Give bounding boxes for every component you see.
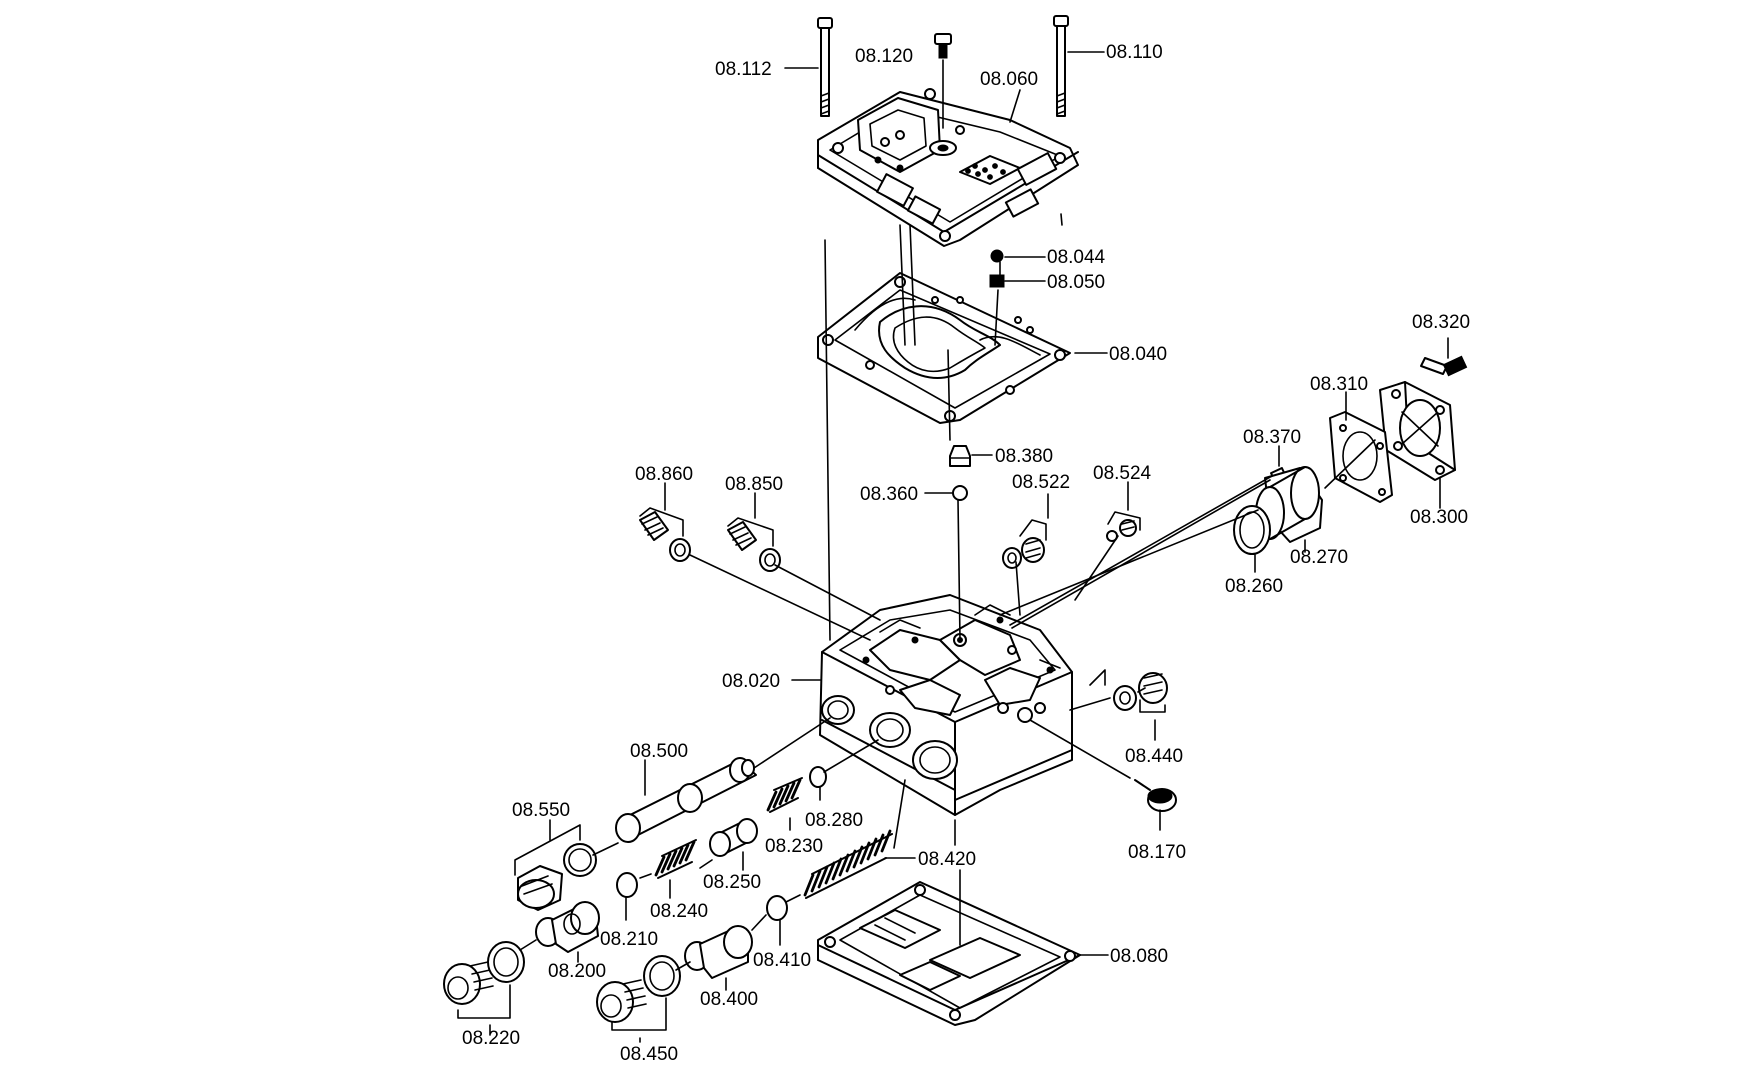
label-08-320: 08.320 [1412, 312, 1470, 333]
label-08-450: 08.450 [620, 1044, 678, 1065]
label-08-250: 08.250 [703, 872, 761, 893]
label-08-522: 08.522 [1012, 472, 1070, 493]
label-08-410: 08.410 [753, 950, 811, 971]
screw-08-120 [934, 33, 952, 59]
label-08-500: 08.500 [630, 741, 688, 762]
oring-08-280 [809, 766, 827, 788]
label-08-060: 08.060 [980, 69, 1038, 90]
assembly-lines [519, 213, 1376, 971]
piston-08-400 [684, 925, 753, 979]
label-08-400: 08.400 [700, 989, 758, 1010]
label-08-080: 08.080 [1110, 946, 1168, 967]
label-08-040: 08.040 [1109, 344, 1167, 365]
plug-08-450 [596, 955, 681, 1023]
label-08-380: 08.380 [995, 446, 1053, 467]
oring-08-410 [766, 895, 788, 921]
plug-08-850 [727, 521, 781, 572]
label-08-210: 08.210 [600, 929, 658, 950]
label-08-850: 08.850 [725, 474, 783, 495]
bottom-cover-08-080 [817, 881, 1081, 1026]
piston-08-250 [709, 818, 758, 857]
label-08-300: 08.300 [1410, 507, 1468, 528]
spring-08-240 [654, 839, 697, 879]
spring-08-420 [803, 829, 893, 899]
label-08-220: 08.220 [462, 1028, 520, 1049]
label-08-110: 08.110 [1106, 42, 1163, 63]
breather-08-170 [1134, 779, 1177, 812]
bolt-08-112 [817, 17, 833, 117]
plug-08-522 [1002, 537, 1045, 569]
label-08-260: 08.260 [1225, 576, 1283, 597]
ball-08-044 [990, 249, 1004, 263]
label-08-524: 08.524 [1093, 463, 1152, 484]
label-08-230: 08.230 [765, 836, 823, 857]
oring-08-210 [616, 872, 638, 898]
label-08-200: 08.200 [548, 961, 606, 982]
label-08-050: 08.050 [1047, 272, 1105, 293]
label-08-170: 08.170 [1128, 842, 1186, 863]
brackets [457, 507, 1166, 1031]
label-08-370: 08.370 [1243, 427, 1301, 448]
valve-08-380 [949, 445, 971, 467]
screw-08-320 [1420, 355, 1468, 377]
label-08-020: 08.020 [722, 671, 780, 692]
spring-08-230 [766, 777, 803, 813]
bolt-08-110 [1053, 15, 1069, 117]
cover-08-300 [1379, 381, 1456, 481]
plug-08-524 [1106, 519, 1137, 542]
label-08-440: 08.440 [1125, 746, 1183, 767]
label-08-550: 08.550 [512, 800, 570, 821]
plug-08-550 [517, 843, 597, 911]
oring-08-360 [952, 485, 968, 501]
main-housing-08-020 [819, 594, 1073, 816]
bushing-08-050 [989, 274, 1005, 288]
label-08-860: 08.860 [635, 464, 693, 485]
top-cover-08-060 [817, 88, 1079, 247]
label-08-240: 08.240 [650, 901, 708, 922]
plug-08-220 [443, 941, 525, 1005]
label-08-280: 08.280 [805, 810, 863, 831]
plug-08-860 [639, 511, 691, 562]
label-08-310: 08.310 [1310, 374, 1368, 395]
label-08-112: 08.112 [715, 59, 772, 80]
slide-08-500 [615, 757, 757, 843]
gasket-08-040 [817, 272, 1071, 424]
label-08-120: 08.120 [855, 46, 913, 67]
callout-labels: 08.112 08.120 08.110 08.060 08.044 08.05… [462, 42, 1470, 1065]
label-08-044: 08.044 [1047, 247, 1106, 268]
plug-08-440 [1113, 672, 1168, 711]
label-08-420: 08.420 [918, 849, 976, 870]
piston-08-200 [535, 901, 600, 953]
leader-lines [489, 51, 1449, 1043]
label-08-360: 08.360 [860, 484, 918, 505]
label-08-270: 08.270 [1290, 547, 1348, 568]
ring-08-260 [1233, 505, 1271, 555]
